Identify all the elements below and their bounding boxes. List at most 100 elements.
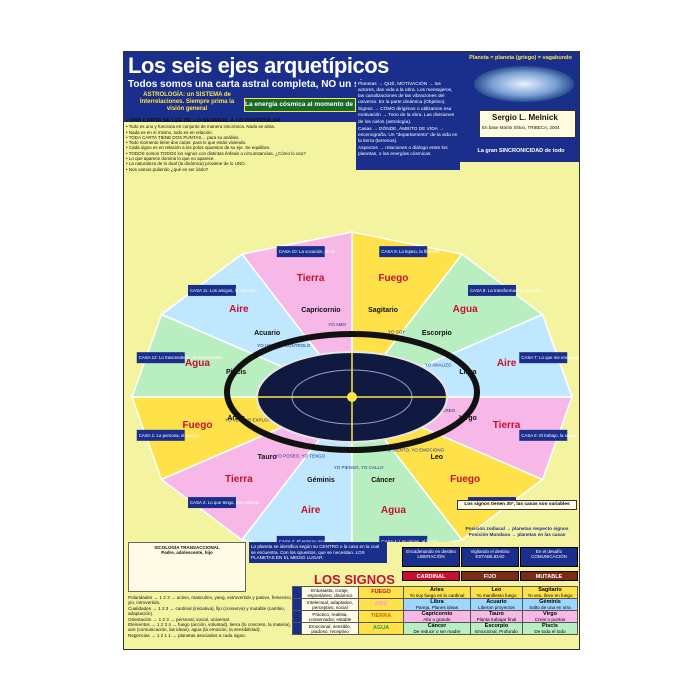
house-note-box: [187, 497, 236, 509]
house-note: CASA 3: El entorno inmediato.: [279, 539, 338, 542]
definition-planetas: Planetas → QUÉ, MOTIVACIÓN → los actores…: [358, 82, 453, 106]
axis-text: YO ANALIZO: [425, 363, 452, 368]
sign-label: Tauro: [258, 454, 277, 461]
sign-label: Leo: [431, 454, 443, 461]
house-note-box: [276, 246, 325, 258]
signs-note: Los signos tienen 30°, las casas son var…: [457, 500, 577, 510]
sign-label: Escorpio: [422, 330, 452, 337]
principle-item: • Nada es en sí mismo, todo es en relaci…: [126, 129, 213, 135]
definition-signos: Signos → CÓMO dirigimos o utilizamos esa…: [358, 107, 455, 125]
position-line: Posición zodiacal → planetas respecto si…: [465, 526, 569, 531]
position-line: Posición Mundana → planetas en las casas: [468, 531, 566, 537]
element-label: Agua: [185, 358, 210, 369]
mode-cardinal: CARDINAL: [402, 571, 460, 581]
planet-earth-image: [474, 66, 574, 102]
house-note-box: [379, 246, 428, 258]
axis-text: YO VEO, YO EXPLORO, YO BUSCO: [225, 418, 301, 423]
house-note: CASA 8: La transformación, lo oculto.: [470, 288, 543, 293]
principle-item: • Nos vamos puliendo ¿qué es ser ídolo?: [126, 166, 209, 172]
element-label: Tierra: [493, 420, 521, 431]
signs-table: Entusiasta, coraje, espontáneo, dinámico…: [292, 586, 578, 635]
polarities-block: Polaridades → 1 2 3 → activo, masculino,…: [128, 595, 298, 638]
element-name: AGUA: [358, 622, 404, 635]
axis-text: YO POSEO, YO TENGO: [275, 453, 325, 458]
element-label: Agua: [381, 505, 406, 516]
house-note: CASA 7: Lo que me encuentro, la pareja.: [521, 355, 579, 360]
polar-line: Orientación → 1 2 3 → personal, social, …: [128, 616, 231, 622]
house-note-box: [519, 429, 568, 441]
polar-line: Cualidades → 1 2 3 → cardinal (iniciativ…: [128, 605, 286, 617]
row-side: [292, 622, 302, 635]
row-side: [292, 610, 302, 623]
principles-list: • UNA CARTA SE LEE DE LO GENERAL A LO PA…: [126, 118, 316, 172]
element-label: Tierra: [297, 273, 325, 284]
table-row: Entusiasta, coraje, espontáneo, dinámico…: [292, 586, 578, 599]
author-credit: En base Martin Shloo, TRIBECA, 2004: [482, 125, 560, 130]
element-label: Fuego: [378, 273, 408, 284]
definition-casas: Casas → DÓNDE, ÁMBITO DE VIDA → escenogr…: [358, 126, 458, 144]
axis-text: YO PIENSO, YO CALLO: [334, 465, 384, 470]
definition-aspectos: Aspectos → relaciones o diálogo entre lo…: [358, 145, 448, 158]
principle-item: • Cada signo es en relación a los polos …: [126, 145, 271, 151]
house-note: CASA 2: Lo que tengo, mis valores.: [190, 500, 259, 505]
principle-item: • La naturaleza de lo dual (la dinámica)…: [126, 161, 246, 167]
element-label: Agua: [453, 304, 478, 315]
sign-label: Sagitario: [368, 307, 398, 314]
identification-note: Lo planeta se identifica según su CENTRO…: [249, 542, 387, 563]
house-note: CASA 1: La persona, el cuerpo.: [139, 433, 201, 438]
sign-label: Acuario: [254, 330, 280, 337]
house-note-box: [136, 352, 185, 364]
house-note: CASA 4: Las raíces, el hogar.: [381, 539, 438, 542]
principle-item: • TODOS somos TODOS los signos con disti…: [126, 150, 306, 156]
row-side: [292, 586, 302, 599]
axis-text: YO CREO: [435, 408, 456, 413]
author-box: Sergio L. Melnick En base Martin Shloo, …: [479, 110, 576, 138]
principle-item: • TODA CARTA TIENE DOS PUNTAS… para su a…: [126, 134, 240, 140]
house-note-box: [379, 535, 428, 542]
house-note: CASA 11: Los amigos, lo colectivo.: [190, 288, 258, 293]
house-note-box: [276, 535, 325, 542]
sign-label: Capricornio: [301, 307, 340, 314]
page-title: Los seis ejes arquetípicos: [128, 53, 389, 78]
house-note-box: [519, 352, 568, 364]
house-note: CASA 6: El trabajo, la salud.: [521, 433, 576, 438]
element-description: Intelectual, adaptativo, perceptivo, soc…: [301, 598, 359, 611]
principle-item: • Lo que aparece domina lo que no aparec…: [126, 156, 215, 162]
psychology-title: SICOLOGÍA TRANSACCIONAL: [154, 545, 220, 550]
axis-text: YO SIENTO, YO EMOCIONO: [385, 447, 445, 452]
principles-title: • UNA CARTA SE LEE DE LO GENERAL A LO PA…: [126, 118, 281, 124]
sign-label: Cáncer: [371, 477, 395, 484]
house-note: CASA 12: Lo trascendente, el inconscient…: [139, 355, 223, 360]
sign-label: Aries: [227, 415, 245, 422]
signs-title: LOS SIGNOS: [314, 572, 395, 587]
element-name: AIRE: [358, 598, 404, 611]
page-subtitle: Todos somos una carta astral completa, N…: [128, 79, 381, 90]
mode-mutable: MUTABLE: [520, 571, 578, 581]
element-description: Práctico, realista, conservador, estable: [301, 610, 359, 623]
element-label: Fuego: [450, 474, 480, 485]
table-row: Intelectual, adaptativo, perceptivo, soc…: [292, 598, 578, 611]
position-note: Posición zodiacal → planetas respecto si…: [457, 526, 577, 538]
element-label: Aire: [301, 505, 321, 516]
element-label: Tierra: [225, 474, 253, 485]
house-note-box: [136, 429, 185, 441]
author-name: Sergio L. Melnick: [492, 113, 558, 122]
element-label: Aire: [229, 304, 249, 315]
principle-item: • Todo es uno y funciona en conjunto de …: [126, 124, 276, 130]
planet-label: Planeta = planeta (griego) = vagabundo: [469, 55, 572, 61]
element-name: TIERRA: [358, 610, 404, 623]
